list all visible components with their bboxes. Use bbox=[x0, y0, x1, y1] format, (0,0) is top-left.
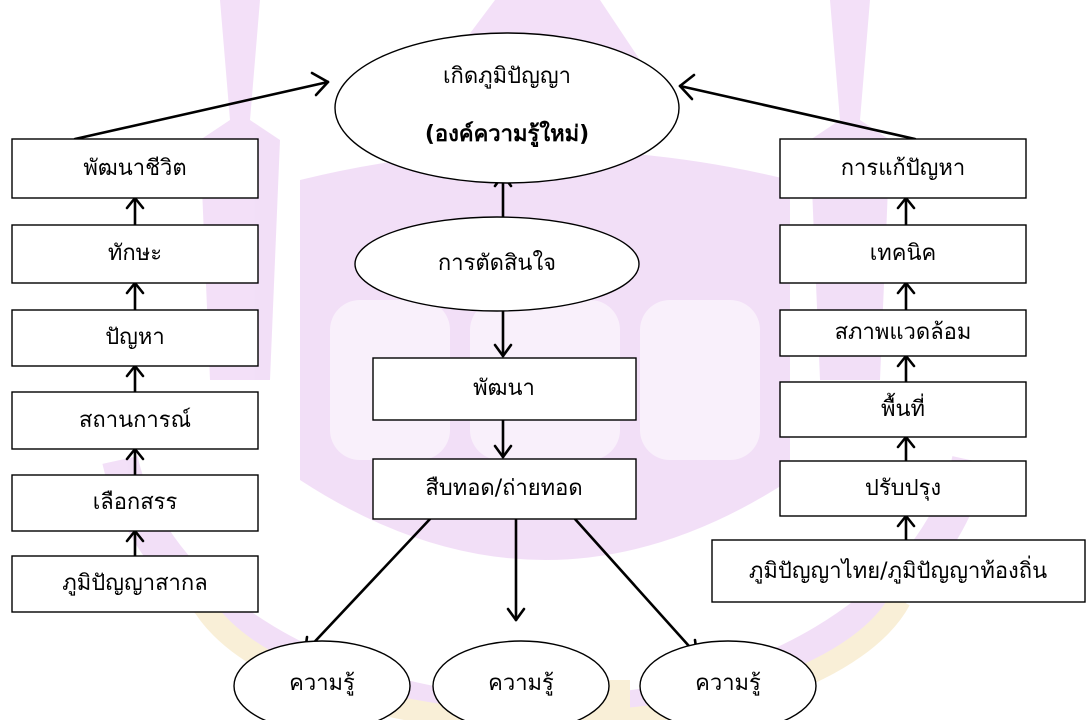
arrow-right-2 bbox=[896, 281, 916, 311]
right-label-1: การแก้ปัญหา bbox=[841, 156, 966, 181]
right-column: การแก้ปัญหา เทคนิค สภาพแวดล้อม พื้นที่ ป… bbox=[711, 138, 1086, 603]
right-box-5: ปรับปรุง bbox=[779, 460, 1027, 517]
transmit-label: สืบทอด/ถ่ายทอด bbox=[425, 476, 582, 501]
left-column: พัฒนาชีวิต ทักษะ ปัญหา สถานการณ์ เลือกสร… bbox=[11, 138, 259, 613]
right-label-2: เทคนิค bbox=[870, 241, 937, 266]
arrow-right-3 bbox=[896, 354, 916, 383]
left-label-5: เลือกสรร bbox=[93, 490, 178, 515]
arrow-left-2 bbox=[125, 281, 145, 311]
arrow-right-5 bbox=[896, 514, 916, 542]
node-knowledge-1: ความรู้ bbox=[233, 640, 411, 720]
left-box-6: ภูมิปัญญาสากล bbox=[11, 555, 259, 613]
arrow-left-to-top bbox=[73, 71, 330, 141]
right-box-6: ภูมิปัญญาไทย/ภูมิปัญญาท้องถิ่น bbox=[711, 539, 1086, 603]
right-label-3: สภาพแวดล้อม bbox=[835, 320, 972, 345]
left-box-1: พัฒนาชีวิต bbox=[11, 138, 259, 199]
left-label-6: ภูมิปัญญาสากล bbox=[62, 571, 207, 596]
knowledge-label-2: ความรู้ bbox=[488, 671, 554, 696]
left-box-4: สถานการณ์ bbox=[11, 391, 259, 450]
left-box-5: เลือกสรร bbox=[11, 474, 259, 532]
right-label-4: พื้นที่ bbox=[881, 393, 925, 422]
arrow-left-1 bbox=[125, 196, 145, 226]
arrow-left-5 bbox=[125, 529, 145, 558]
node-new-wisdom: เกิดภูมิปัญญา (องค์ความรู้ใหม่) bbox=[334, 32, 680, 184]
right-box-1: การแก้ปัญหา bbox=[779, 138, 1027, 199]
left-box-2: ทักษะ bbox=[11, 224, 259, 284]
arrow-decision-to-develop bbox=[493, 309, 513, 358]
right-label-6: ภูมิปัญญาไทย/ภูมิปัญญาท้องถิ่น bbox=[749, 555, 1047, 584]
knowledge-label-1: ความรู้ bbox=[289, 671, 355, 696]
left-label-4: สถานการณ์ bbox=[79, 408, 191, 433]
right-box-4: พื้นที่ bbox=[779, 381, 1027, 438]
left-label-1: พัฒนาชีวิต bbox=[83, 156, 186, 181]
arrow-right-to-top bbox=[678, 73, 917, 141]
left-box-3: ปัญหา bbox=[11, 309, 259, 367]
arrow-right-1 bbox=[896, 196, 916, 226]
arrow-left-4 bbox=[125, 447, 145, 476]
new-wisdom-subtitle: (องค์ความรู้ใหม่) bbox=[425, 120, 589, 148]
node-knowledge-2: ความรู้ bbox=[432, 640, 610, 720]
arrow-right-4 bbox=[896, 435, 916, 462]
node-decision: การตัดสินใจ bbox=[354, 216, 640, 312]
node-transmit: สืบทอด/ถ่ายทอด bbox=[372, 458, 637, 520]
node-develop: พัฒนา bbox=[372, 357, 637, 421]
new-wisdom-title: เกิดภูมิปัญญา bbox=[443, 64, 571, 89]
left-label-3: ปัญหา bbox=[105, 325, 165, 350]
develop-label: พัฒนา bbox=[473, 376, 535, 401]
arrow-to-knowledge-left bbox=[303, 517, 432, 654]
node-knowledge-3: ความรู้ bbox=[639, 640, 817, 720]
left-label-2: ทักษะ bbox=[108, 241, 162, 266]
right-label-5: ปรับปรุง bbox=[865, 476, 941, 501]
arrow-left-3 bbox=[125, 364, 145, 394]
arrow-to-knowledge-center bbox=[506, 517, 526, 622]
decision-label: การตัดสินใจ bbox=[438, 250, 556, 276]
right-box-2: เทคนิค bbox=[779, 224, 1027, 284]
knowledge-label-3: ความรู้ bbox=[695, 671, 761, 696]
right-box-3: สภาพแวดล้อม bbox=[779, 309, 1027, 357]
arrow-develop-to-transmit bbox=[493, 418, 513, 459]
arrow-to-knowledge-right bbox=[573, 517, 699, 657]
